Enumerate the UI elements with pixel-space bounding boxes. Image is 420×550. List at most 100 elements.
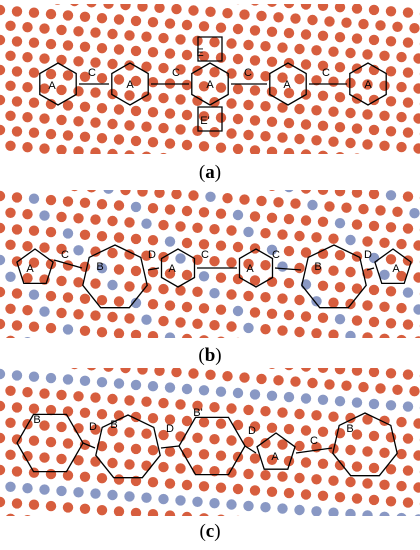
atom bbox=[375, 205, 386, 216]
minor-atom bbox=[175, 253, 186, 264]
atom bbox=[158, 219, 169, 231]
atom bbox=[62, 292, 74, 303]
atom bbox=[209, 434, 220, 445]
atom bbox=[300, 247, 312, 258]
minor-atom bbox=[28, 289, 40, 300]
atom bbox=[181, 479, 193, 491]
atom bbox=[28, 403, 40, 414]
atom bbox=[192, 432, 203, 443]
minor-atom bbox=[107, 489, 118, 501]
minor-atom bbox=[368, 398, 380, 410]
atom bbox=[379, 110, 390, 122]
panel-c-caption: (c) bbox=[0, 521, 420, 543]
minor-atom bbox=[409, 208, 420, 219]
atom bbox=[39, 242, 50, 253]
atom bbox=[124, 60, 135, 71]
atom bbox=[45, 226, 57, 238]
atom bbox=[160, 152, 167, 154]
minor-atom bbox=[0, 368, 6, 380]
atom bbox=[141, 61, 152, 72]
caption-open: ( bbox=[199, 521, 206, 542]
atom bbox=[215, 272, 227, 283]
atom bbox=[181, 79, 193, 91]
atom bbox=[154, 368, 165, 376]
hexagon-a bbox=[191, 62, 229, 106]
structure-label: D bbox=[89, 421, 97, 433]
atom bbox=[215, 304, 227, 315]
atom bbox=[300, 119, 312, 130]
minor-atom bbox=[345, 330, 356, 338]
atom bbox=[243, 129, 254, 141]
atom bbox=[368, 4, 380, 16]
atom bbox=[198, 417, 210, 428]
atom bbox=[175, 285, 186, 296]
minor-atom bbox=[28, 371, 40, 382]
atom bbox=[0, 190, 6, 202]
atom bbox=[56, 389, 67, 401]
structure-label: A bbox=[271, 451, 279, 463]
atom bbox=[39, 452, 50, 463]
atom bbox=[301, 190, 311, 194]
atom bbox=[328, 329, 339, 338]
atom bbox=[351, 493, 363, 504]
minor-atom bbox=[345, 508, 356, 516]
atom bbox=[158, 283, 169, 295]
atom bbox=[130, 265, 142, 277]
minor-atom bbox=[334, 218, 346, 229]
atom bbox=[294, 43, 305, 55]
atom bbox=[79, 471, 91, 482]
atom bbox=[90, 310, 101, 321]
atom bbox=[266, 26, 278, 37]
atom bbox=[345, 266, 356, 278]
atom bbox=[334, 62, 346, 73]
atom bbox=[243, 436, 254, 448]
atom bbox=[175, 399, 186, 410]
bond-line bbox=[147, 267, 160, 271]
atom bbox=[164, 478, 176, 489]
atom bbox=[402, 127, 414, 138]
atom bbox=[209, 67, 220, 78]
atom bbox=[22, 241, 33, 252]
minor-atom bbox=[243, 322, 254, 334]
atom bbox=[266, 308, 278, 319]
atom bbox=[147, 509, 159, 516]
atom bbox=[22, 305, 33, 316]
atom bbox=[413, 113, 420, 124]
atom bbox=[147, 477, 159, 488]
atom bbox=[87, 190, 96, 193]
atom bbox=[385, 496, 397, 507]
atom bbox=[11, 126, 23, 137]
atom bbox=[158, 429, 169, 441]
atom bbox=[256, 10, 267, 22]
atom bbox=[351, 4, 363, 14]
atom bbox=[362, 446, 373, 457]
structure-label: C bbox=[61, 249, 69, 261]
atom bbox=[283, 4, 295, 9]
atom bbox=[345, 137, 356, 149]
atom bbox=[328, 136, 339, 147]
atom bbox=[413, 83, 420, 94]
minor-atom bbox=[141, 218, 152, 229]
atom bbox=[164, 414, 176, 425]
atom bbox=[181, 205, 193, 217]
atom bbox=[147, 445, 159, 456]
atom bbox=[277, 102, 288, 113]
atom bbox=[5, 239, 16, 250]
atom bbox=[11, 498, 23, 509]
atom bbox=[175, 463, 186, 474]
atom bbox=[120, 190, 131, 196]
minor-atom bbox=[402, 287, 414, 298]
atom bbox=[24, 515, 31, 516]
atom bbox=[351, 219, 363, 230]
atom bbox=[249, 25, 261, 36]
atom bbox=[362, 414, 373, 425]
atom bbox=[28, 467, 40, 478]
atom bbox=[232, 23, 244, 35]
atom bbox=[215, 22, 227, 33]
atom bbox=[402, 319, 414, 330]
atom bbox=[5, 110, 16, 122]
atom bbox=[283, 147, 295, 154]
atom bbox=[311, 135, 322, 146]
